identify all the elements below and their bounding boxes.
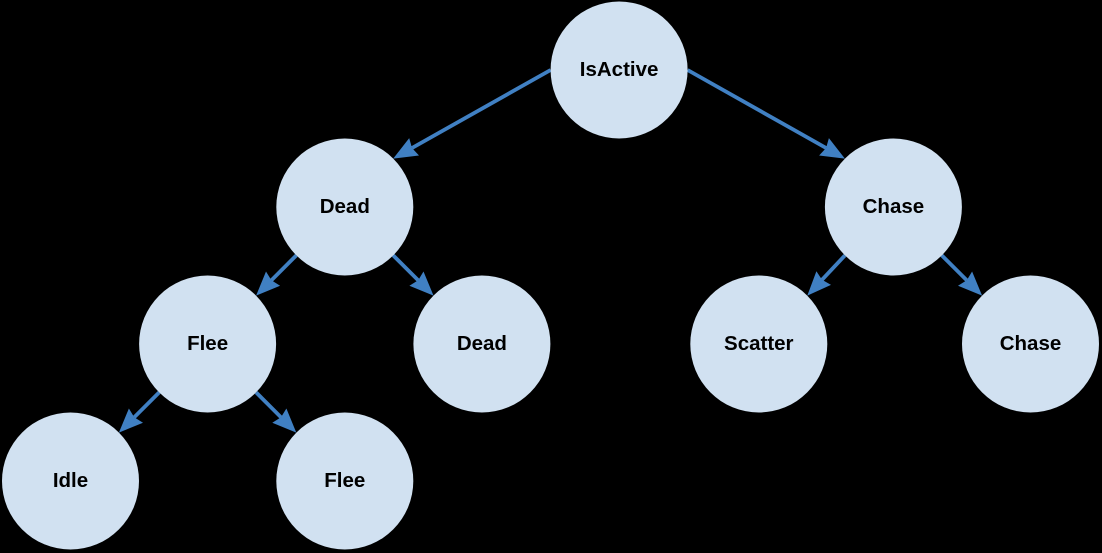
svg-text:Scatter: Scatter xyxy=(724,332,794,355)
svg-text:Flee: Flee xyxy=(187,332,228,355)
svg-text:Chase: Chase xyxy=(1000,332,1062,355)
svg-text:Dead: Dead xyxy=(320,195,370,218)
svg-text:Dead: Dead xyxy=(457,332,507,355)
svg-text:Chase: Chase xyxy=(863,195,925,218)
svg-text:Flee: Flee xyxy=(324,469,365,492)
svg-text:Idle: Idle xyxy=(53,469,88,492)
svg-text:IsActive: IsActive xyxy=(580,58,659,81)
